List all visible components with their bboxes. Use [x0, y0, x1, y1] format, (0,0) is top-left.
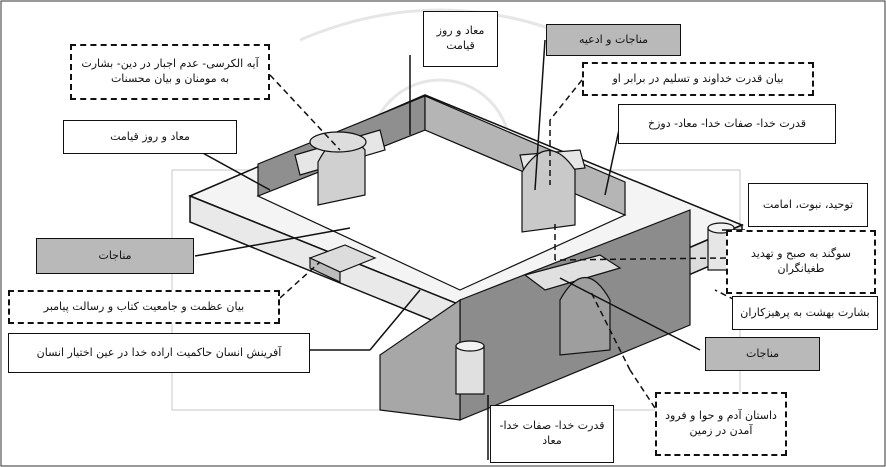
label-monajat-right-text: مناجات — [745, 346, 780, 360]
label-monajat-right: مناجات — [705, 337, 820, 371]
label-azamat-ketab-text: بیان عظمت و جامعیت کتاب و رسالت پیامبر — [43, 299, 245, 313]
label-monajat-adiyeh-text: مناجات و ادعیه — [578, 32, 649, 46]
label-beshart-behesht-text: بشارت بهشت به پرهیزکاران — [740, 305, 870, 319]
label-afarinesh-text: آفرینش انسان حاکمیت اراده خدا در عین اخت… — [36, 345, 282, 359]
gate-left — [294, 129, 386, 206]
label-monajat-adiyeh: مناجات و ادعیه — [546, 24, 681, 56]
label-ayat-kursi-text: آیه الکرسی- عدم اجبار در دین- بشارت به م… — [81, 57, 259, 85]
label-qodrat-bottom: قدرت خدا- صفات خدا- معاد — [490, 405, 614, 463]
label-towhid: توحید، نبوت، امامت — [748, 183, 868, 227]
label-maad-top: معاد و روز قیامت — [423, 11, 498, 67]
label-qodrat-taslim: بیان قدرت خداوند و تسلیم در برابر او — [582, 62, 814, 96]
label-ayat-kursi: آیه الکرسی- عدم اجبار در دین- بشارت به م… — [70, 44, 270, 100]
label-towhid-text: توحید، نبوت، امامت — [762, 197, 854, 211]
label-maad-top-text: معاد و روز قیامت — [436, 24, 485, 52]
front-wall-left — [379, 298, 461, 421]
label-monajat-left-text: مناجات — [98, 248, 132, 262]
gate-right — [519, 149, 586, 233]
label-qodrat-dozakh: قدرت خدا- صفات خدا- معاد- دوزخ — [618, 104, 836, 144]
label-qodrat-taslim-text: بیان قدرت خداوند و تسلیم در برابر او — [612, 71, 784, 85]
label-beshart-behesht: بشارت بهشت به پرهیزکاران — [732, 296, 878, 330]
label-qodrat-dozakh-text: قدرت خدا- صفات خدا- معاد- دوزخ — [647, 116, 807, 130]
label-dastan-adam-text: داستان آدم و حوا و فرود آمدن در زمین — [665, 409, 777, 437]
label-maad-left-text: معاد و روز قیامت — [110, 129, 190, 143]
label-dastan-adam: داستان آدم و حوا و فرود آمدن در زمین — [655, 392, 787, 456]
label-azamat-ketab: بیان عظمت و جامعیت کتاب و رسالت پیامبر — [8, 290, 280, 324]
label-maad-left: معاد و روز قیامت — [63, 120, 237, 154]
label-sowgand: سوگند به صبح و تهدید طغیانگران — [726, 230, 876, 294]
leader-lines-dashed — [269, 74, 736, 409]
label-qodrat-bottom-text: قدرت خدا- صفات خدا- معاد — [499, 419, 605, 447]
label-sowgand-text: سوگند به صبح و تهدید طغیانگران — [751, 247, 851, 275]
label-monajat-left: مناجات — [36, 238, 194, 274]
tower-front-left — [455, 340, 485, 395]
label-afarinesh: آفرینش انسان حاکمیت اراده خدا در عین اخت… — [8, 333, 310, 373]
